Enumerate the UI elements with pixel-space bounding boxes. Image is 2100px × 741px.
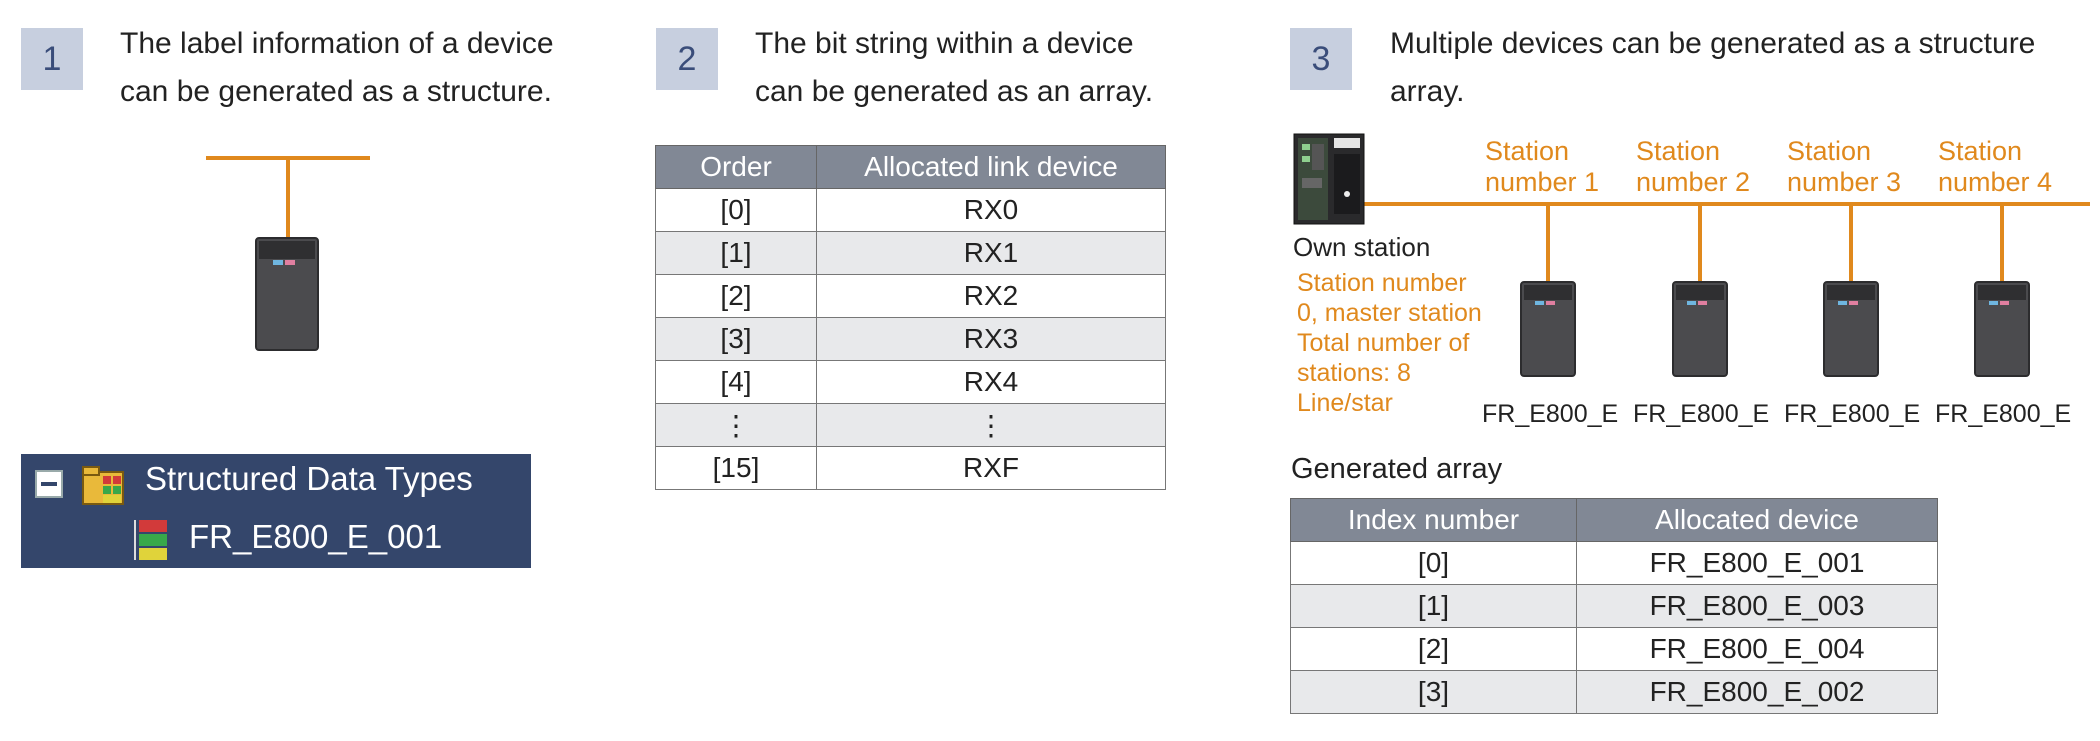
index-cell: [0] [1290,541,1577,585]
link-device-cell: RX3 [816,317,1166,361]
own-station-info: Station number 0, master station Total n… [1297,268,1482,418]
step-2-line-1: The bit string within a device [755,27,1134,60]
step-1-line-1: The label information of a device [120,27,554,60]
step-2-badge: 2 [656,28,718,90]
link-device-cell: RXF [816,446,1166,490]
inverter-device-icon [1823,281,1879,377]
step-2-description: The bit string within a device can be ge… [755,20,1153,116]
inverter-device-icon [1672,281,1728,377]
index-cell: [1] [1290,584,1577,628]
station-label-line: number 4 [1938,167,2053,197]
plc-master-station-icon [1293,133,1365,225]
station-2-device [1672,204,1728,377]
station-3-label: Station number 3 [1787,136,1901,198]
table-header-row: Index number Allocated device [1290,498,1938,542]
own-station-info-line: 0, master station [1297,299,1482,327]
station-4-model: FR_E800_E [1935,400,2072,428]
link-device-ellipsis-cell: ⋮ [816,403,1166,447]
station-1-device [1520,204,1576,377]
order-cell: [15] [655,446,817,490]
station-label-line: number 1 [1485,167,1600,197]
table-row: ⋮⋮ [655,403,1166,447]
folder-structure-icon [82,466,124,505]
inverter-device-icon [1520,281,1576,377]
own-station-info-line: stations: 8 [1297,359,1411,387]
step-3-description: Multiple devices can be generated as a s… [1390,20,2035,116]
link-device-cell: RX0 [816,188,1166,232]
step-3-line-2: array. [1390,75,1465,108]
own-station-info-line: Station number [1297,269,1467,297]
table-row: [1]FR_E800_E_003 [1290,584,1938,628]
station-label-line: Station [1485,136,1570,166]
index-cell: [2] [1290,627,1577,671]
step-1-line-2: can be generated as a structure. [120,75,552,108]
step-1-description: The label information of a device can be… [120,20,554,116]
own-station-info-line: Total number of [1297,329,1470,357]
table-row: [3]RX3 [655,317,1166,361]
table-row: [3]FR_E800_E_002 [1290,670,1938,714]
link-device-cell: RX2 [816,274,1166,318]
column-header-allocated-link-device: Allocated link device [816,145,1166,189]
order-cell: [0] [655,188,817,232]
table-row: [4]RX4 [655,360,1166,404]
station-1-label: Station number 1 [1485,136,1599,198]
station-1-model: FR_E800_E [1482,400,1619,428]
station-2-label: Station number 2 [1636,136,1750,198]
step-3-badge: 3 [1290,28,1352,90]
own-station-info-line: Line/star [1297,389,1393,417]
station-label-line: Station [1636,136,1721,166]
column-header-allocated-device: Allocated device [1576,498,1938,542]
step-3-line-1: Multiple devices can be generated as a s… [1390,27,2036,60]
step-2-line-2: can be generated as an array. [755,75,1154,108]
device-cell: FR_E800_E_004 [1576,627,1938,671]
order-cell: [3] [655,317,817,361]
order-cell: [2] [655,274,817,318]
station-3-model: FR_E800_E [1784,400,1921,428]
link-device-cell: RX1 [816,231,1166,275]
table-row: [2]RX2 [655,274,1166,318]
structured-data-types-tree: Structured Data Types FR_E800_E_001 [21,454,531,568]
station-2-model: FR_E800_E [1633,400,1770,428]
station-4-device [1974,204,2030,377]
table-header-row: Order Allocated link device [655,145,1166,189]
table-row: [0]RX0 [655,188,1166,232]
tree-root-label[interactable]: Structured Data Types [145,460,473,497]
link-device-cell: RX4 [816,360,1166,404]
order-cell: [1] [655,231,817,275]
index-cell: [3] [1290,670,1577,714]
order-ellipsis-cell: ⋮ [655,403,817,447]
station-4-label: Station number 4 [1938,136,2052,198]
tree-child-label[interactable]: FR_E800_E_001 [189,518,443,555]
table-row: [1]RX1 [655,231,1166,275]
table-row: [2]FR_E800_E_004 [1290,627,1938,671]
device-cell: FR_E800_E_003 [1576,584,1938,628]
table-row: [0]FR_E800_E_001 [1290,541,1938,585]
station-label-line: Station [1787,136,1872,166]
column-header-order: Order [655,145,817,189]
table-row: [15]RXF [655,446,1166,490]
single-device-diagram [206,156,370,351]
device-cell: FR_E800_E_001 [1576,541,1938,585]
generated-array-table: Index number Allocated device [0]FR_E800… [1290,498,1938,714]
collapse-icon[interactable] [35,470,63,498]
generated-array-title: Generated array [1291,453,1503,485]
structure-item-icon [134,520,167,560]
station-3-device [1823,204,1879,377]
step-1-badge: 1 [21,28,83,90]
link-device-table: Order Allocated link device [0]RX0 [1]RX… [655,145,1166,490]
station-label-line: Station [1938,136,2023,166]
inverter-device-icon [255,237,319,351]
station-label-line: number 3 [1787,167,1902,197]
station-label-line: number 2 [1636,167,1751,197]
network-topology-diagram [1293,133,2090,377]
device-cell: FR_E800_E_002 [1576,670,1938,714]
own-station-label: Own station [1293,232,1431,262]
inverter-device-icon [1974,281,2030,377]
column-header-index-number: Index number [1290,498,1577,542]
order-cell: [4] [655,360,817,404]
